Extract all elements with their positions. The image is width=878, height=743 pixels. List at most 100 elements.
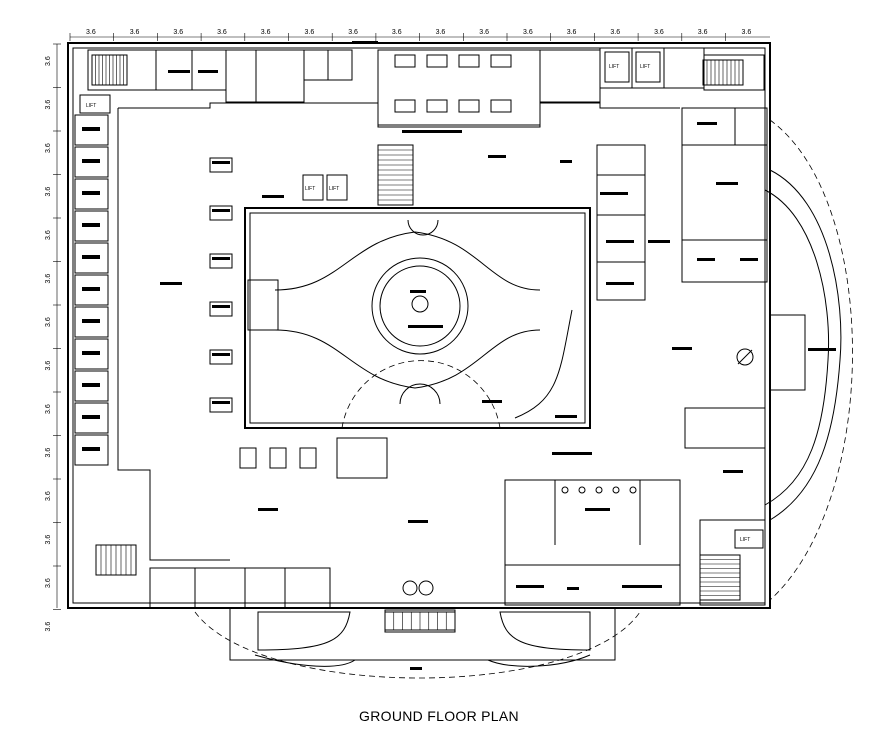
lift-cores: LIFT LIFT LIFT LIFT LIFT LIFT — [79, 51, 764, 549]
seat — [212, 401, 230, 404]
seating-block — [209, 301, 233, 317]
seat — [212, 257, 230, 260]
bed — [458, 54, 480, 68]
room-label-bar — [482, 400, 502, 403]
bed — [458, 99, 480, 113]
dimension-label: 3.6 — [45, 230, 52, 240]
central-courtyard — [244, 207, 591, 429]
south-rooms — [149, 437, 766, 609]
chair — [629, 486, 637, 494]
room-label-bar — [808, 348, 836, 351]
room-label-bar — [740, 258, 758, 261]
desk — [82, 319, 100, 323]
room-label-bar — [408, 325, 443, 328]
office-room — [74, 370, 109, 402]
room-label-bar — [672, 347, 692, 350]
room-label-bar — [567, 587, 579, 590]
dimension-label: 3.6 — [610, 29, 620, 36]
room-label-bar — [410, 667, 422, 670]
desk — [82, 447, 100, 451]
dimension-label: 3.6 — [523, 29, 533, 36]
bed — [394, 99, 416, 113]
desk — [82, 191, 100, 195]
room-label-bar — [410, 290, 426, 293]
office-room — [74, 114, 109, 146]
lift-label: LIFT — [640, 64, 650, 70]
bed — [426, 54, 448, 68]
dimension-label: 3.6 — [173, 29, 183, 36]
dimension-label: 3.6 — [45, 187, 52, 197]
bed — [490, 54, 512, 68]
dimension-label: 3.6 — [45, 622, 52, 632]
lift-label: LIFT — [740, 537, 750, 543]
room-label-bars — [160, 70, 836, 670]
dimension-label: 3.6 — [45, 404, 52, 414]
office-room — [74, 210, 109, 242]
office-room — [74, 402, 109, 434]
left-dimension-line: 3.63.63.63.63.63.63.63.63.63.63.63.63.63… — [45, 43, 61, 632]
seating-block — [209, 253, 233, 269]
office-room — [74, 242, 109, 274]
lift-label: LIFT — [86, 103, 96, 109]
desk — [82, 287, 100, 291]
office-room — [74, 306, 109, 338]
dimension-label: 3.6 — [479, 29, 489, 36]
room-label-bar — [560, 160, 572, 163]
dimension-label: 3.6 — [45, 535, 52, 545]
room-label-bar — [488, 155, 506, 158]
room-label-bar — [585, 508, 610, 511]
room-label-bar — [723, 470, 743, 473]
dimension-label: 3.6 — [392, 29, 402, 36]
north-rooms — [87, 47, 765, 126]
desk — [82, 223, 100, 227]
dimension-label: 3.6 — [45, 317, 52, 327]
chair — [578, 486, 586, 494]
dimension-label: 3.6 — [86, 29, 96, 36]
east-rooms — [596, 107, 768, 449]
office-room — [74, 178, 109, 210]
desk — [82, 255, 100, 259]
room-label-bar — [716, 182, 738, 185]
room-label-bar — [622, 585, 662, 588]
dimension-label: 3.6 — [45, 56, 52, 66]
dimension-label: 3.6 — [45, 143, 52, 153]
dimension-label: 3.6 — [45, 448, 52, 458]
dimension-label: 3.6 — [261, 29, 271, 36]
seat — [212, 209, 230, 212]
dimension-label: 3.6 — [45, 578, 52, 588]
office-room — [74, 274, 109, 306]
room-label-bar — [555, 415, 577, 418]
office-room — [74, 146, 109, 178]
seating-block — [209, 349, 233, 365]
room-label-bar — [697, 258, 715, 261]
corridor-boundary — [117, 102, 680, 561]
office-room — [74, 338, 109, 370]
lift-label: LIFT — [305, 186, 315, 192]
desk — [82, 127, 100, 131]
table — [269, 447, 287, 469]
bed — [490, 99, 512, 113]
chair — [612, 486, 620, 494]
table — [239, 447, 257, 469]
room-label-bar — [516, 585, 544, 588]
room-label-bar — [552, 452, 592, 455]
south-entrance — [194, 580, 641, 679]
west-office-rooms — [74, 114, 109, 466]
seating-block — [209, 397, 233, 413]
room-label-bar — [408, 520, 428, 523]
dimension-label: 3.6 — [567, 29, 577, 36]
bed — [426, 99, 448, 113]
desk — [82, 159, 100, 163]
staircases — [91, 54, 744, 631]
dimension-label: 3.6 — [45, 491, 52, 501]
dimension-label: 3.6 — [654, 29, 664, 36]
dimension-label: 3.6 — [45, 361, 52, 371]
room-label-bar — [258, 508, 278, 511]
desk — [82, 383, 100, 387]
seating-block — [209, 205, 233, 221]
chair — [595, 486, 603, 494]
room-label-bar — [600, 192, 628, 195]
room-label-bar — [606, 240, 634, 243]
lift-label: LIFT — [329, 186, 339, 192]
